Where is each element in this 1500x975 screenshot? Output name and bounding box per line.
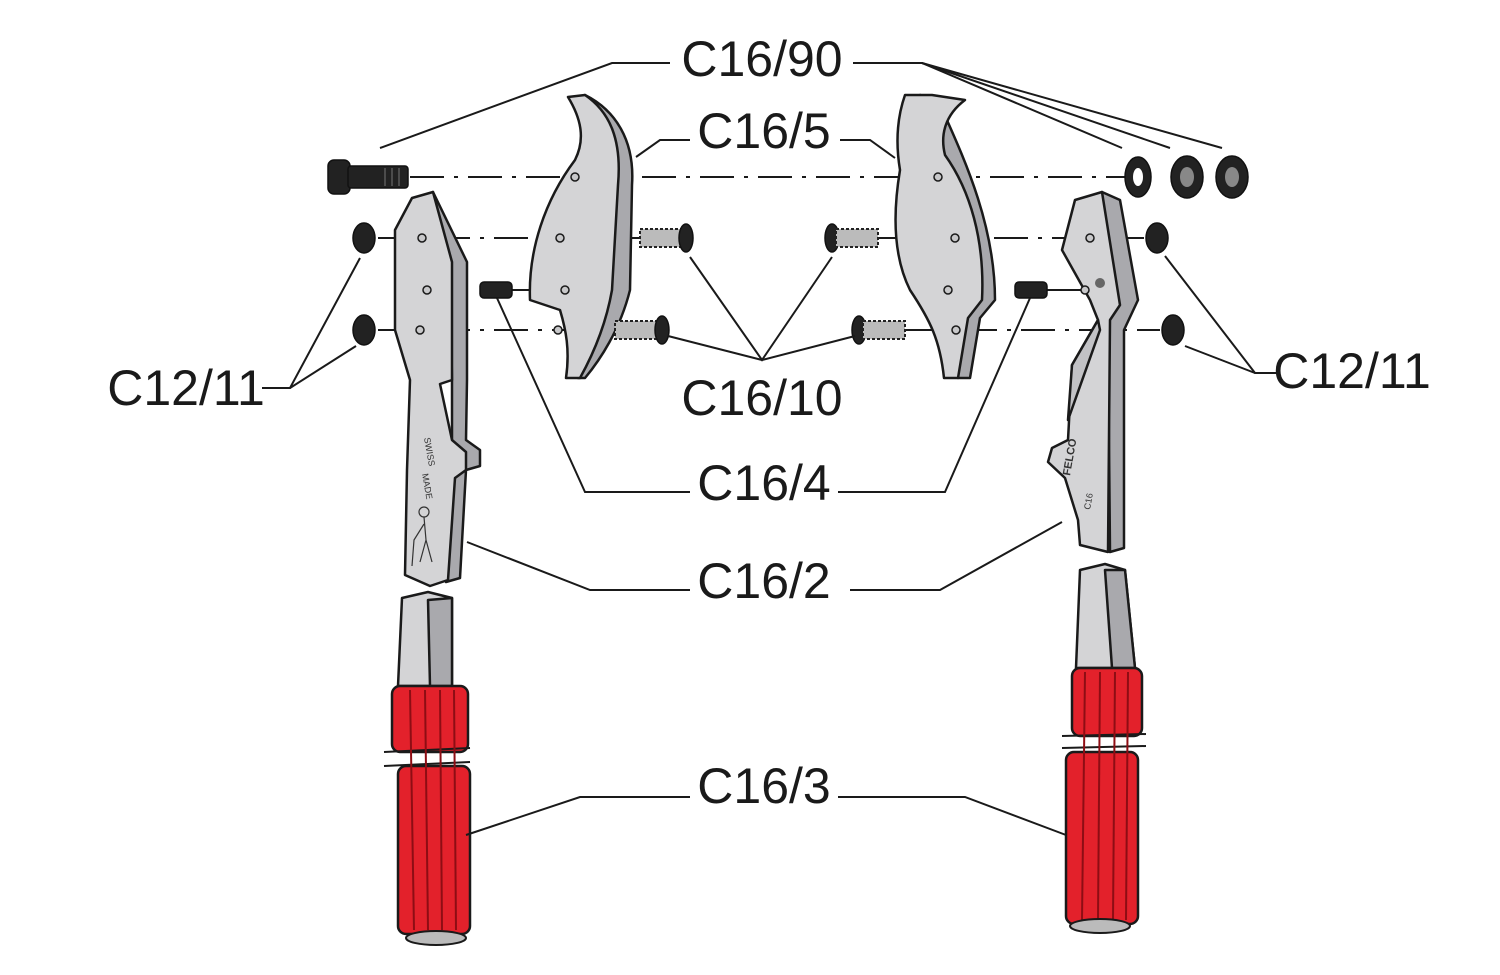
leader-lines <box>262 62 1280 836</box>
right-grip <box>1061 562 1147 934</box>
pin-right <box>1014 281 1048 299</box>
assembly-axes <box>378 176 1160 331</box>
engraving-c16: C16 <box>1082 492 1095 510</box>
label-c16-4: C16/4 <box>697 455 830 511</box>
engraving-swiss: SWISS <box>422 437 437 467</box>
left-handle-head: SWISS MADE <box>393 190 482 588</box>
left-blade <box>528 93 634 380</box>
nut-upper-right <box>1145 222 1169 254</box>
nut-1 <box>1170 155 1204 199</box>
screw-2 <box>614 315 670 345</box>
nut-upper-left <box>352 222 376 254</box>
pin-left <box>479 281 513 299</box>
label-c16-90: C16/90 <box>681 31 842 87</box>
screw-1 <box>639 223 694 253</box>
nut-lower-left <box>352 314 376 346</box>
screws <box>614 223 906 345</box>
right-handle-head: FELCO C16 <box>1046 190 1140 554</box>
label-c16-3: C16/3 <box>697 758 830 814</box>
label-c12-11-left: C12/11 <box>107 360 265 416</box>
engraving-made: MADE <box>420 473 434 500</box>
label-c16-5: C16/5 <box>697 103 830 159</box>
pins <box>479 281 1048 299</box>
label-c16-10: C16/10 <box>681 370 842 426</box>
label-c16-2: C16/2 <box>697 553 830 609</box>
nut-lower-right <box>1161 314 1185 346</box>
left-grip <box>383 590 472 946</box>
label-c12-11-right: C12/11 <box>1273 343 1431 399</box>
right-blade <box>894 93 997 380</box>
worker-figure-icon <box>411 506 433 567</box>
screw-4 <box>851 315 906 345</box>
screw-3 <box>824 223 879 253</box>
small-nuts <box>352 222 1185 346</box>
washer <box>1124 156 1152 198</box>
main-bolt <box>327 159 409 195</box>
logo-stamp-icon <box>1095 278 1105 288</box>
nut-2 <box>1215 155 1249 199</box>
